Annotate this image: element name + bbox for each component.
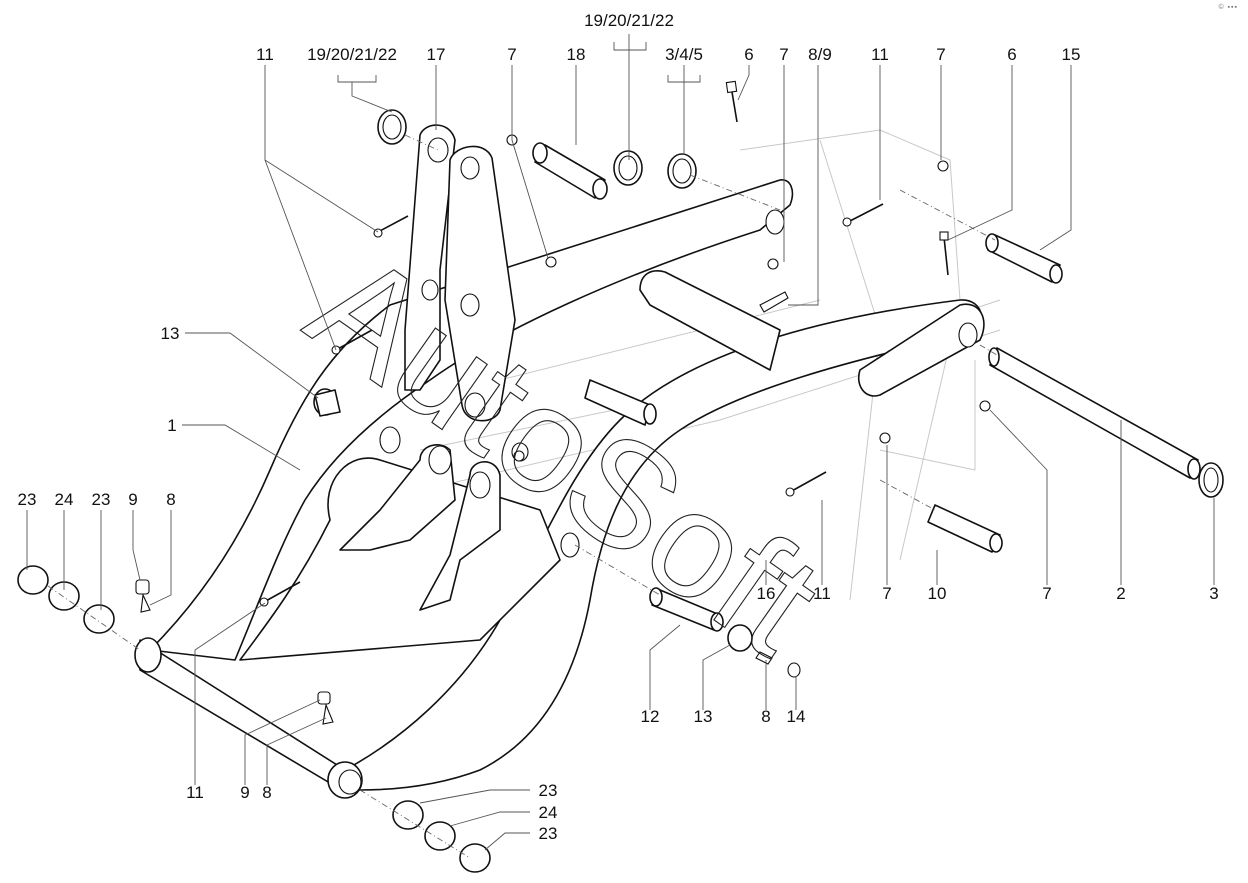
callout-labels: 11 19/20/21/22 17 7 18 19/20/21/22 3/4/5…	[18, 11, 1219, 843]
callout-label: 8	[761, 707, 770, 726]
callout-label: 8/9	[808, 45, 832, 64]
callout-label: 15	[1062, 45, 1081, 64]
callout-label: 23	[539, 781, 558, 800]
callout-label: 11	[813, 584, 831, 603]
callout-label: 11	[871, 45, 889, 64]
callout-label: 17	[427, 45, 446, 64]
callout-label: 11	[256, 45, 274, 64]
callout-label: 8	[262, 783, 271, 802]
callout-label: 9	[240, 783, 249, 802]
loose-parts	[17, 80, 1224, 873]
callout-label: 6	[1007, 45, 1016, 64]
callout-label: 13	[694, 707, 713, 726]
linkage-plate-17	[404, 124, 516, 422]
callout-label: 7	[882, 584, 891, 603]
callout-label: 2	[1116, 584, 1125, 603]
corner-mark: © ▪▪▪	[1218, 4, 1238, 11]
callout-label: 23	[539, 824, 558, 843]
callout-label: 16	[757, 584, 776, 603]
callout-label: 11	[186, 783, 204, 802]
callout-label: 24	[539, 803, 558, 822]
callout-label: 18	[567, 45, 586, 64]
callout-label: 7	[1042, 584, 1051, 603]
callout-label: 24	[55, 490, 74, 509]
callout-label: 13	[161, 324, 180, 343]
callout-label: 3/4/5	[665, 45, 703, 64]
callout-label: 10	[928, 584, 947, 603]
callout-label: 7	[507, 45, 516, 64]
callout-label: 9	[128, 490, 137, 509]
callout-label: 14	[787, 707, 806, 726]
callout-label: 7	[936, 45, 945, 64]
callout-label: 12	[641, 707, 660, 726]
callout-label: 7	[779, 45, 788, 64]
boom-frame	[134, 179, 985, 799]
callout-label: 19/20/21/22	[584, 11, 674, 30]
callout-label: 6	[744, 45, 753, 64]
callout-label: 19/20/21/22	[307, 45, 397, 64]
callout-label: 23	[92, 490, 111, 509]
assembly-axes	[47, 134, 998, 859]
callout-label: 23	[18, 490, 37, 509]
callout-label: 3	[1209, 584, 1218, 603]
callout-label: 1	[167, 416, 176, 435]
callout-label: 8	[166, 490, 175, 509]
leader-lines	[26, 34, 1215, 851]
